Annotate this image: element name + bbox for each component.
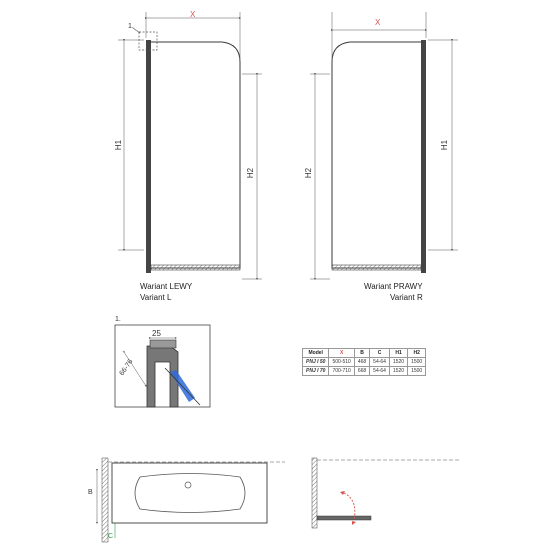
spec-cell: PNJ I 50 xyxy=(301,357,330,367)
spec-header-c: C xyxy=(369,348,390,358)
spec-header-h2: H2 xyxy=(407,348,427,358)
left-detail-marker xyxy=(138,31,158,51)
table-row: PNJ I 50 500-510 468 54-64 1520 1500 xyxy=(301,357,427,367)
left-dim-h2: H2 xyxy=(246,167,256,179)
left-dim-x: X xyxy=(190,10,196,19)
left-bottom-seal xyxy=(150,264,241,271)
bathtub-outline xyxy=(111,462,268,524)
spec-cell: 1500 xyxy=(407,366,427,376)
swing-panel xyxy=(316,515,372,521)
spec-cell: 500-510 xyxy=(328,357,355,367)
left-glass-outline xyxy=(151,41,241,269)
spec-cell: 1520 xyxy=(388,366,409,376)
detail-frame xyxy=(114,324,211,408)
spec-cell: 1500 xyxy=(407,357,427,367)
spec-cell: 668 xyxy=(353,366,371,376)
left-dim-h1: H1 xyxy=(114,139,124,151)
drain-icon xyxy=(184,481,192,489)
left-panel-drawing xyxy=(118,12,262,280)
spec-header-h1: H1 xyxy=(388,348,409,358)
left-caption-line1: Wariant LEWY xyxy=(140,282,193,291)
spec-cell: PNJ I 70 xyxy=(301,366,330,376)
detail-1-drawing xyxy=(114,324,211,408)
bathtub-plan xyxy=(96,457,285,543)
right-caption-line1: Wariant PRAWY xyxy=(364,282,423,291)
swing-plan xyxy=(311,457,460,529)
spec-header-x: X xyxy=(328,348,355,358)
right-dim-h1: H1 xyxy=(440,139,450,151)
spec-header-model: Model xyxy=(301,348,330,358)
spec-header-b: B xyxy=(353,348,371,358)
right-dim-x: X xyxy=(375,18,381,27)
spec-cell: 54-64 xyxy=(369,366,390,376)
plan-wall xyxy=(101,457,109,543)
spec-cell: 54-64 xyxy=(369,357,390,367)
spec-table: Model X B C H1 H2 PNJ I 50 500-510 468 5… xyxy=(301,348,427,376)
right-wall-profile xyxy=(421,40,426,273)
right-dim-h2: H2 xyxy=(304,167,314,179)
right-glass-outline xyxy=(331,41,421,269)
spec-table-header-row: Model X B C H1 H2 xyxy=(301,348,427,358)
plan-dim-c: C xyxy=(108,533,114,540)
swing-arc xyxy=(343,492,356,521)
left-wall-profile xyxy=(146,40,151,273)
plan-dim-b: B xyxy=(88,489,93,496)
spec-cell: 1520 xyxy=(388,357,409,367)
left-caption-line2: Variant L xyxy=(140,293,172,302)
spec-cell: 700-710 xyxy=(328,366,355,376)
right-caption-line2: Variant R xyxy=(390,293,423,302)
table-row: PNJ I 70 700-710 668 54-64 1520 1500 xyxy=(301,366,427,376)
detail-dim-top: 25 xyxy=(152,329,161,338)
swing-wall xyxy=(311,457,318,529)
left-callout: 1. xyxy=(128,23,134,30)
right-bottom-seal xyxy=(331,264,422,271)
detail-profile xyxy=(146,345,179,408)
bathtub-basin xyxy=(134,473,246,513)
right-panel-drawing xyxy=(310,12,458,280)
detail-label: 1. xyxy=(115,316,121,323)
spec-cell: 468 xyxy=(353,357,371,367)
